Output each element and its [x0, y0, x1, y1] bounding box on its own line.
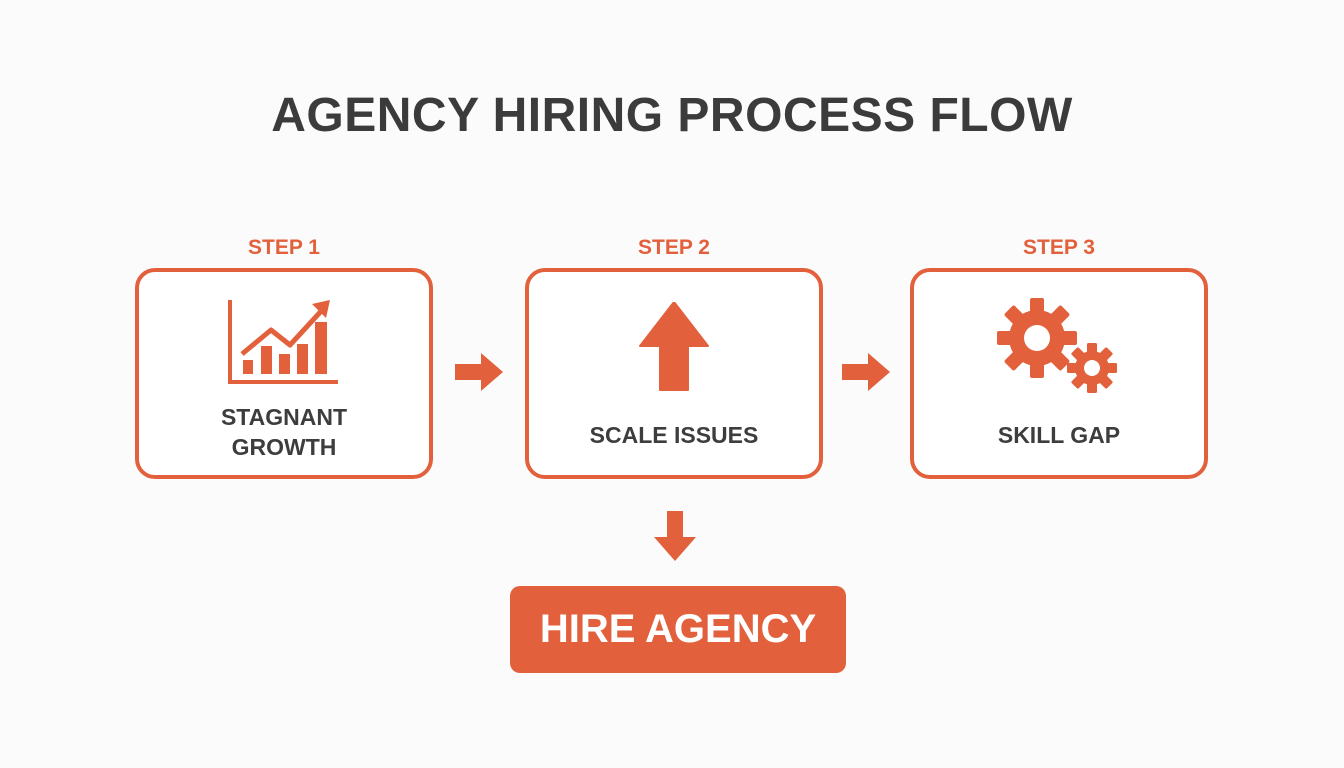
arrow-right-icon	[455, 353, 503, 396]
step-3-box: SKILL GAP	[910, 268, 1208, 479]
bar-chart-trend-up-icon	[139, 298, 429, 388]
step-2-text: SCALE ISSUES	[589, 422, 759, 448]
step-2-label: STEP 2	[638, 236, 710, 259]
step-1-box: STAGNANT GROWTH	[135, 268, 433, 479]
diagram-title: AGENCY HIRING PROCESS FLOW	[271, 89, 1073, 142]
step-3-text: SKILL GAP	[997, 422, 1121, 448]
step-1-text-line2: GROWTH	[231, 434, 337, 460]
hire-agency-outcome: HIRE AGENCY	[510, 586, 846, 673]
arrow-down-icon	[654, 511, 696, 566]
arrow-up-icon	[529, 302, 819, 392]
step-2-box: SCALE ISSUES	[525, 268, 823, 479]
step-3-label: STEP 3	[1023, 236, 1095, 259]
step-1-label: STEP 1	[248, 236, 320, 259]
gears-icon	[914, 298, 1204, 394]
arrow-right-icon	[842, 353, 890, 396]
step-1-text-line1: STAGNANT	[220, 404, 348, 430]
